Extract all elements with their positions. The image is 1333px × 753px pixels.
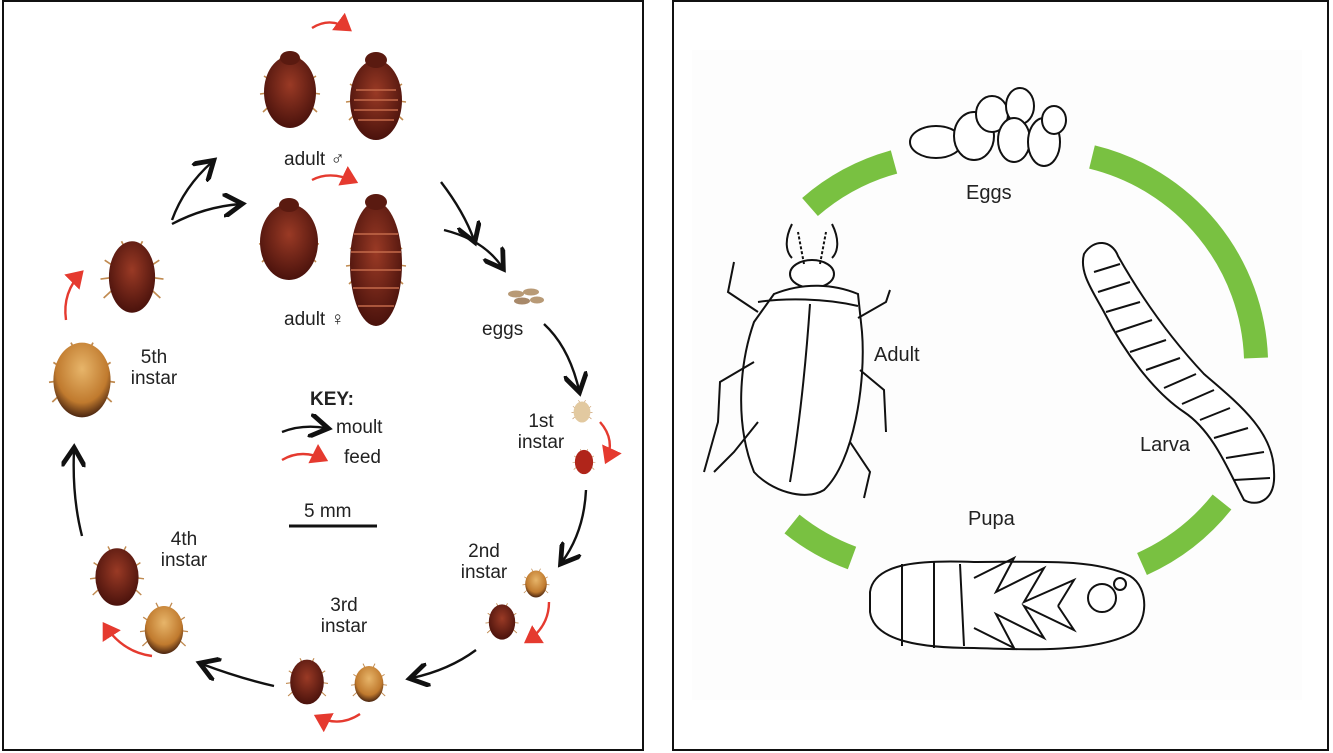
adult-stage-label: Adult: [874, 344, 920, 366]
eggs-stage-label: Eggs: [966, 182, 1012, 204]
key-feed-label: feed: [344, 448, 381, 469]
adult-female-bug-2: [346, 194, 406, 326]
instar3-label-line1: 3rd: [314, 596, 374, 617]
beetle-cycle-diagram: [674, 2, 1331, 753]
instar5-bug-fed: [101, 241, 164, 312]
instar4-bug-unfed: [140, 603, 188, 654]
beetle-life-cycle-panel: Eggs Larva Pupa Adult: [672, 0, 1329, 751]
adult-male-bug-2: [346, 52, 406, 140]
instar5-label-line2: instar: [124, 369, 184, 390]
instar5-label: 5th instar: [124, 348, 184, 390]
instar4-label-line2: instar: [154, 551, 214, 572]
instar2-bug-unfed: [523, 569, 550, 598]
instar2-bug-fed: [486, 603, 519, 639]
adult-male-label: adult ♂: [284, 150, 345, 171]
instar3-label: 3rd instar: [314, 596, 374, 638]
instar1-bug-unfed: [572, 400, 593, 422]
instar1-bug-fed: [573, 449, 596, 474]
beetle-pupa: [870, 558, 1144, 649]
bedbug-life-cycle-panel: adult ♂ adult ♀ eggs 1st instar 2nd inst…: [2, 0, 644, 751]
eggs-label: eggs: [482, 320, 523, 341]
pupa-stage-label: Pupa: [968, 508, 1015, 530]
adult-female-label: adult ♀: [284, 310, 345, 331]
instar4-bug-fed: [90, 546, 144, 605]
instar2-label-line2: instar: [454, 563, 514, 584]
adult-male-bug-1: [260, 51, 320, 128]
instar3-bug-fed: [286, 658, 328, 704]
instar2-label-line1: 2nd: [454, 542, 514, 563]
instar1-label-line2: instar: [516, 433, 566, 454]
key-title: KEY:: [310, 390, 354, 411]
instar5-bug-unfed: [49, 343, 115, 418]
larva-stage-label: Larva: [1140, 434, 1190, 456]
instar3-bug-unfed: [351, 664, 387, 702]
instar2-label: 2nd instar: [454, 542, 514, 584]
scale-label: 5 mm: [304, 502, 352, 523]
key-feed-arrow: [282, 454, 326, 460]
bedbug-cycle-diagram: [4, 2, 646, 753]
eggs-cluster: [508, 289, 544, 305]
instar1-label-line1: 1st: [516, 412, 566, 433]
instar4-label: 4th instar: [154, 530, 214, 572]
instar4-label-line1: 4th: [154, 530, 214, 551]
instar5-label-line1: 5th: [124, 348, 184, 369]
key-moult-arrow: [282, 427, 326, 432]
key-moult-label: moult: [336, 418, 382, 439]
adult-female-bug-1: [259, 198, 319, 280]
instar3-label-line2: instar: [314, 617, 374, 638]
instar1-label: 1st instar: [516, 412, 566, 454]
